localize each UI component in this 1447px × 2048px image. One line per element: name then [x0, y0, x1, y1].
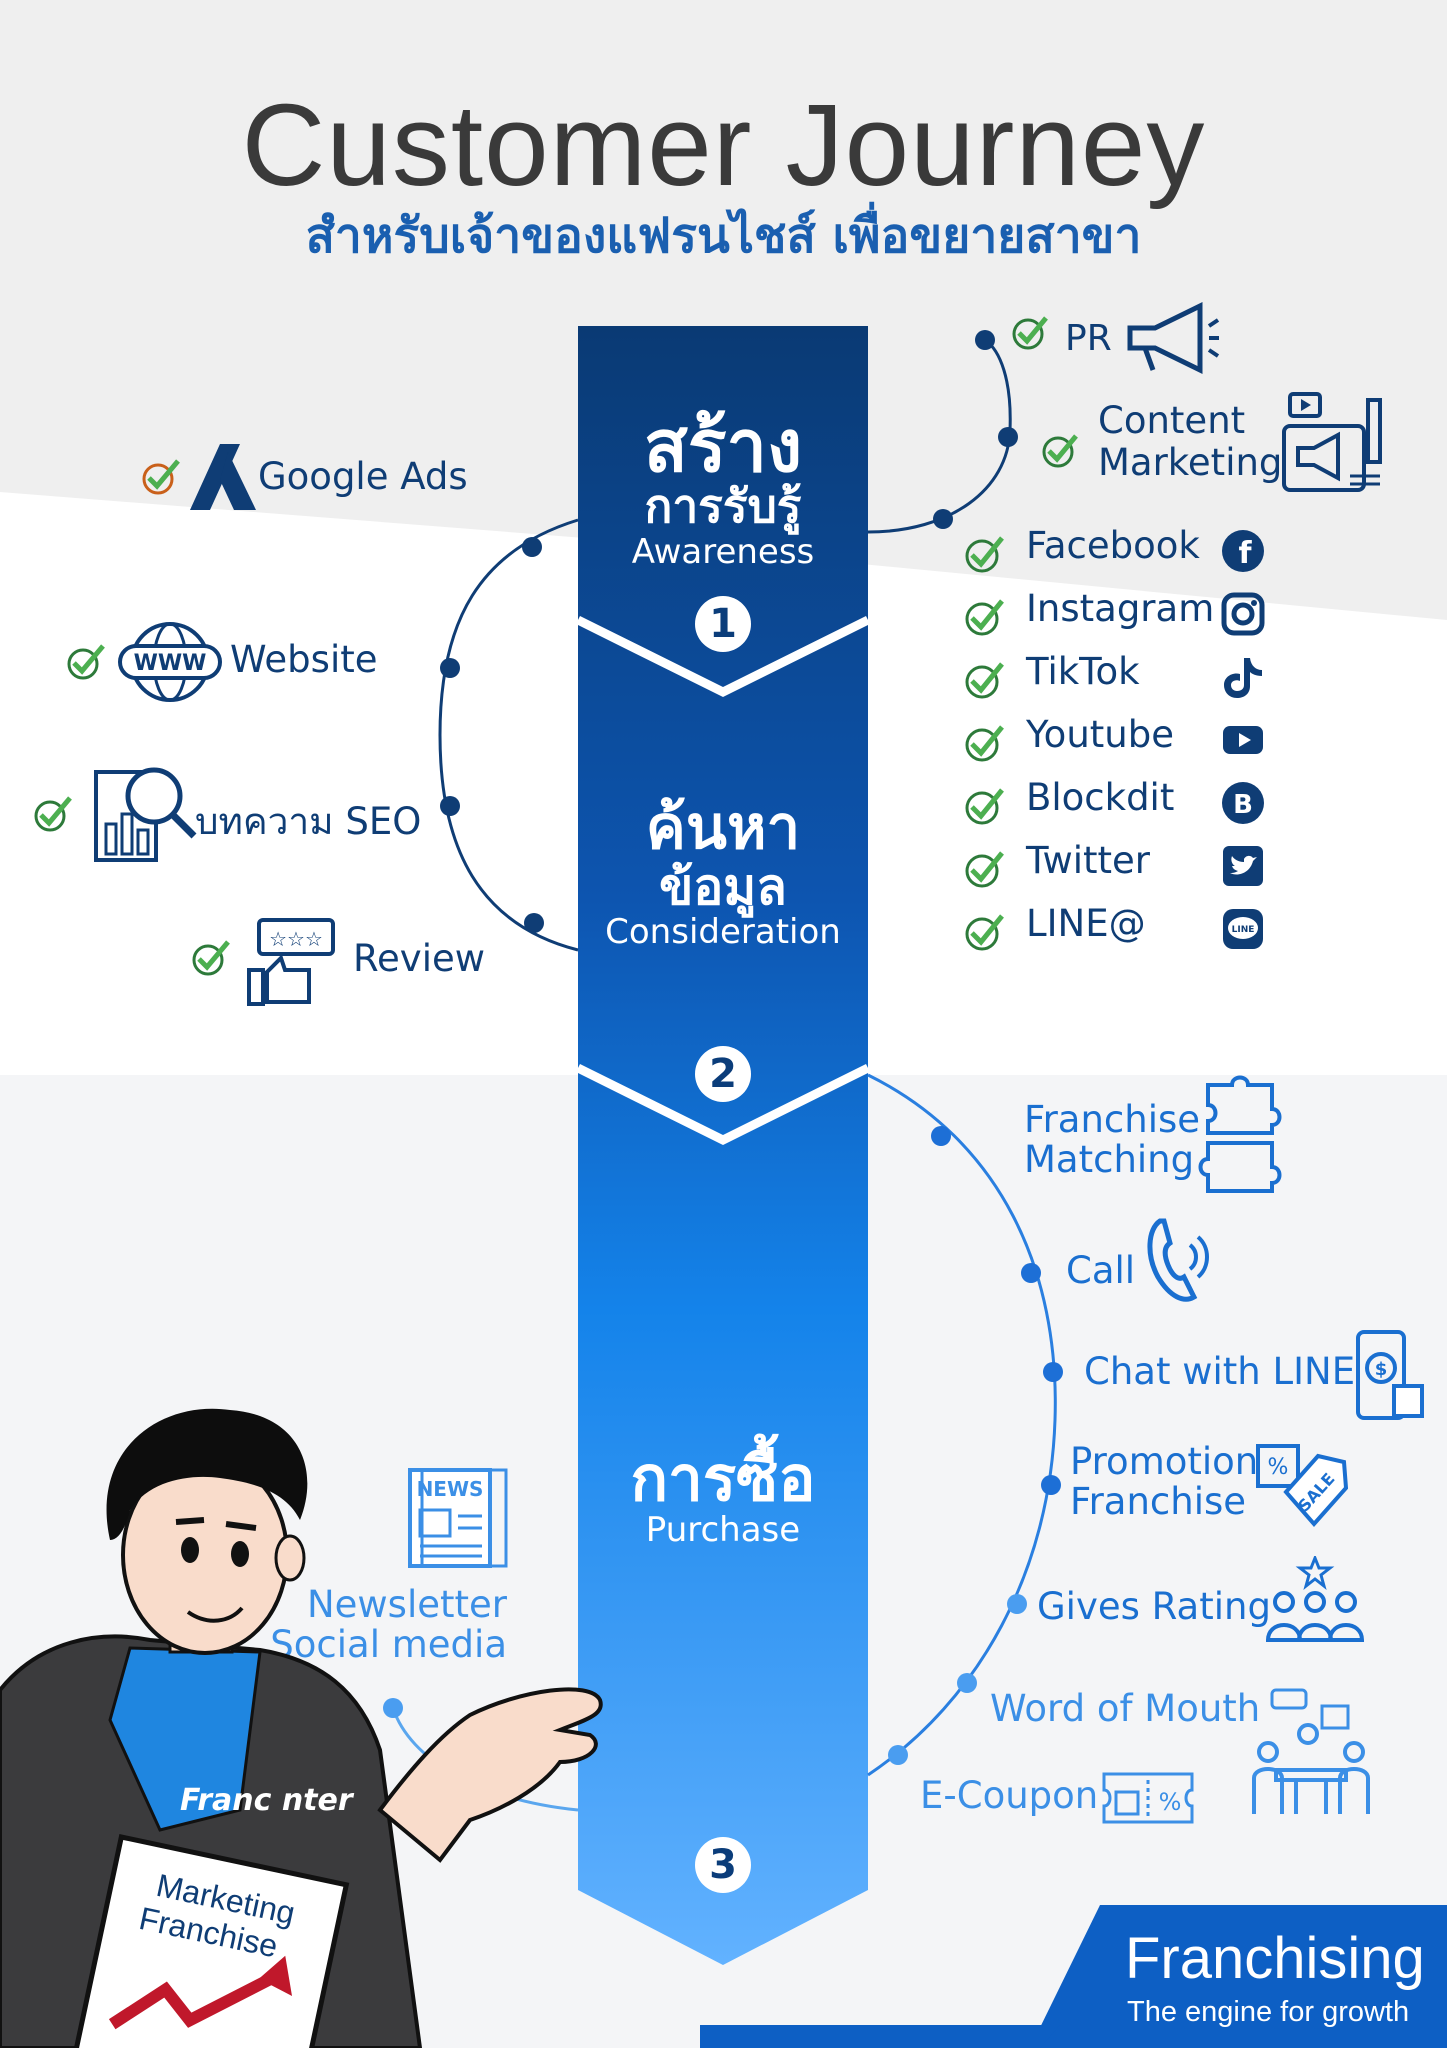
content-marketing-label: Content Marketing [1098, 400, 1282, 484]
call-label: Call [1066, 1249, 1136, 1292]
svg-text:☆☆☆: ☆☆☆ [269, 927, 323, 951]
stage-3-title: การซื้อ [630, 1442, 816, 1515]
svg-text:B: B [1233, 790, 1253, 820]
social-label: TikTok [1026, 650, 1140, 693]
word-of-mouth-label: Word of Mouth [990, 1687, 1261, 1730]
news-badge: NEWS [417, 1477, 484, 1501]
content-marketing-icon [1282, 392, 1382, 492]
tiktok-icon [1224, 658, 1262, 698]
www-icon: WWW [118, 622, 222, 702]
content-marketing-line1: Content [1098, 399, 1246, 442]
social-item-blockdit: Blockdit B [962, 774, 1282, 830]
social-item-twitter: Twitter [962, 837, 1282, 893]
check-icon [1042, 434, 1078, 468]
svg-text:%: % [1268, 1455, 1289, 1480]
svg-text:WWW: WWW [134, 651, 207, 676]
page-title: Customer Journey [241, 80, 1206, 210]
social-label: Blockdit [1026, 776, 1175, 819]
chat-with-line-label: Chat with LINE [1084, 1350, 1356, 1393]
svg-text:$: $ [1375, 1359, 1388, 1380]
e-coupon-label: E-Coupon [920, 1774, 1099, 1817]
social-item-facebook: Facebook f [962, 522, 1282, 578]
footer-band [1030, 1905, 1447, 2048]
news-icon: NEWS [408, 1468, 508, 1568]
mobile-shop-icon: $ [1356, 1330, 1424, 1420]
check-icon [1012, 316, 1048, 350]
seo-label: บทความ SEO [195, 800, 422, 843]
page-subtitle: สำหรับเจ้าของแฟรนไชส์ เพื่อขยายสาขา [305, 208, 1142, 264]
review-label: Review [353, 937, 486, 980]
promotion-franchise-line1: Promotion [1070, 1440, 1259, 1483]
website-label: Website [230, 638, 378, 681]
puzzle-icon [1198, 1075, 1282, 1193]
stage-2-title: ค้นหา [645, 793, 801, 863]
sale-tag-icon: % SALE [1256, 1444, 1348, 1528]
check-icon [965, 788, 1004, 825]
stage-1-title: สร้าง [643, 404, 803, 488]
newsletter-line2: Social media [270, 1623, 507, 1666]
social-label: Youtube [1026, 713, 1174, 756]
megaphone-icon [1127, 301, 1220, 375]
promotion-franchise-label: Promotion Franchise [1070, 1442, 1258, 1522]
youtube-icon [1223, 726, 1263, 754]
meeting-icon [1252, 1688, 1370, 1814]
social-item-tiktok: TikTok [962, 648, 1282, 704]
check-icon [965, 599, 1004, 636]
check-icon [34, 796, 72, 832]
check-icon [67, 644, 105, 680]
social-item-instagram: Instagram [962, 585, 1282, 641]
google-ads-label: Google Ads [258, 455, 468, 498]
social-label: Facebook [1026, 524, 1200, 567]
social-item-youtube: Youtube [962, 711, 1282, 767]
stage-1-subtitle: การรับรู้ [644, 479, 802, 533]
stage-1-english: Awareness [631, 532, 815, 572]
stage-2-english: Consideration [605, 912, 841, 952]
review-thumbs-up-icon: ☆☆☆ [247, 918, 335, 1006]
gives-rating-label: Gives Rating [1037, 1585, 1271, 1628]
stage-3-english: Purchase [645, 1510, 801, 1550]
check-icon [965, 536, 1004, 573]
newsletter-label: Newsletter Social media [260, 1585, 507, 1665]
check-icon [142, 459, 180, 495]
stage-1-number: 1 [695, 596, 751, 652]
line-icon: LINE [1223, 909, 1263, 949]
check-icon [965, 914, 1004, 951]
brand-name: Franchising [1125, 1926, 1425, 1991]
svg-text:%: % [1159, 1788, 1182, 1816]
google-ads-icon [190, 444, 256, 510]
facebook-icon: f [1222, 530, 1264, 572]
social-label: Twitter [1026, 839, 1151, 882]
social-item-line: LINE@ LINE [962, 900, 1282, 956]
presenter-character: Franc nter Marketing Franchise [0, 1408, 603, 2048]
check-icon [965, 662, 1004, 699]
promotion-franchise-line2: Franchise [1070, 1480, 1247, 1523]
svg-text:f: f [1238, 536, 1252, 571]
rating-people-icon [1265, 1556, 1365, 1642]
franchise-matching-line1: Franchise [1024, 1098, 1201, 1141]
check-icon [965, 851, 1004, 888]
newsletter-line1: Newsletter [306, 1583, 507, 1626]
stage-2-number: 2 [695, 1046, 751, 1102]
instagram-icon [1221, 592, 1265, 636]
franchise-matching-label: Franchise Matching [1024, 1100, 1200, 1180]
svg-text:LINE: LINE [1232, 925, 1255, 935]
stage-2-subtitle: ข้อมูล [659, 858, 787, 916]
shirt-text: Franc nter [180, 1783, 355, 1818]
social-label: LINE@ [1026, 902, 1146, 945]
check-icon [965, 725, 1004, 762]
franchise-matching-line2: Matching [1024, 1138, 1195, 1181]
pr-label: PR [1065, 318, 1112, 359]
twitter-icon [1223, 846, 1263, 886]
content-marketing-line2: Marketing [1098, 441, 1283, 484]
blockdit-icon: B [1222, 782, 1264, 824]
phone-icon [1147, 1218, 1209, 1302]
stage-3-number: 3 [695, 1837, 751, 1893]
seo-chart-icon [94, 767, 197, 862]
social-label: Instagram [1026, 587, 1215, 630]
brand-tagline: The engine for growth [1127, 1996, 1410, 2028]
check-icon [192, 940, 230, 976]
coupon-icon: % [1102, 1772, 1194, 1824]
journey-column [578, 326, 868, 1965]
